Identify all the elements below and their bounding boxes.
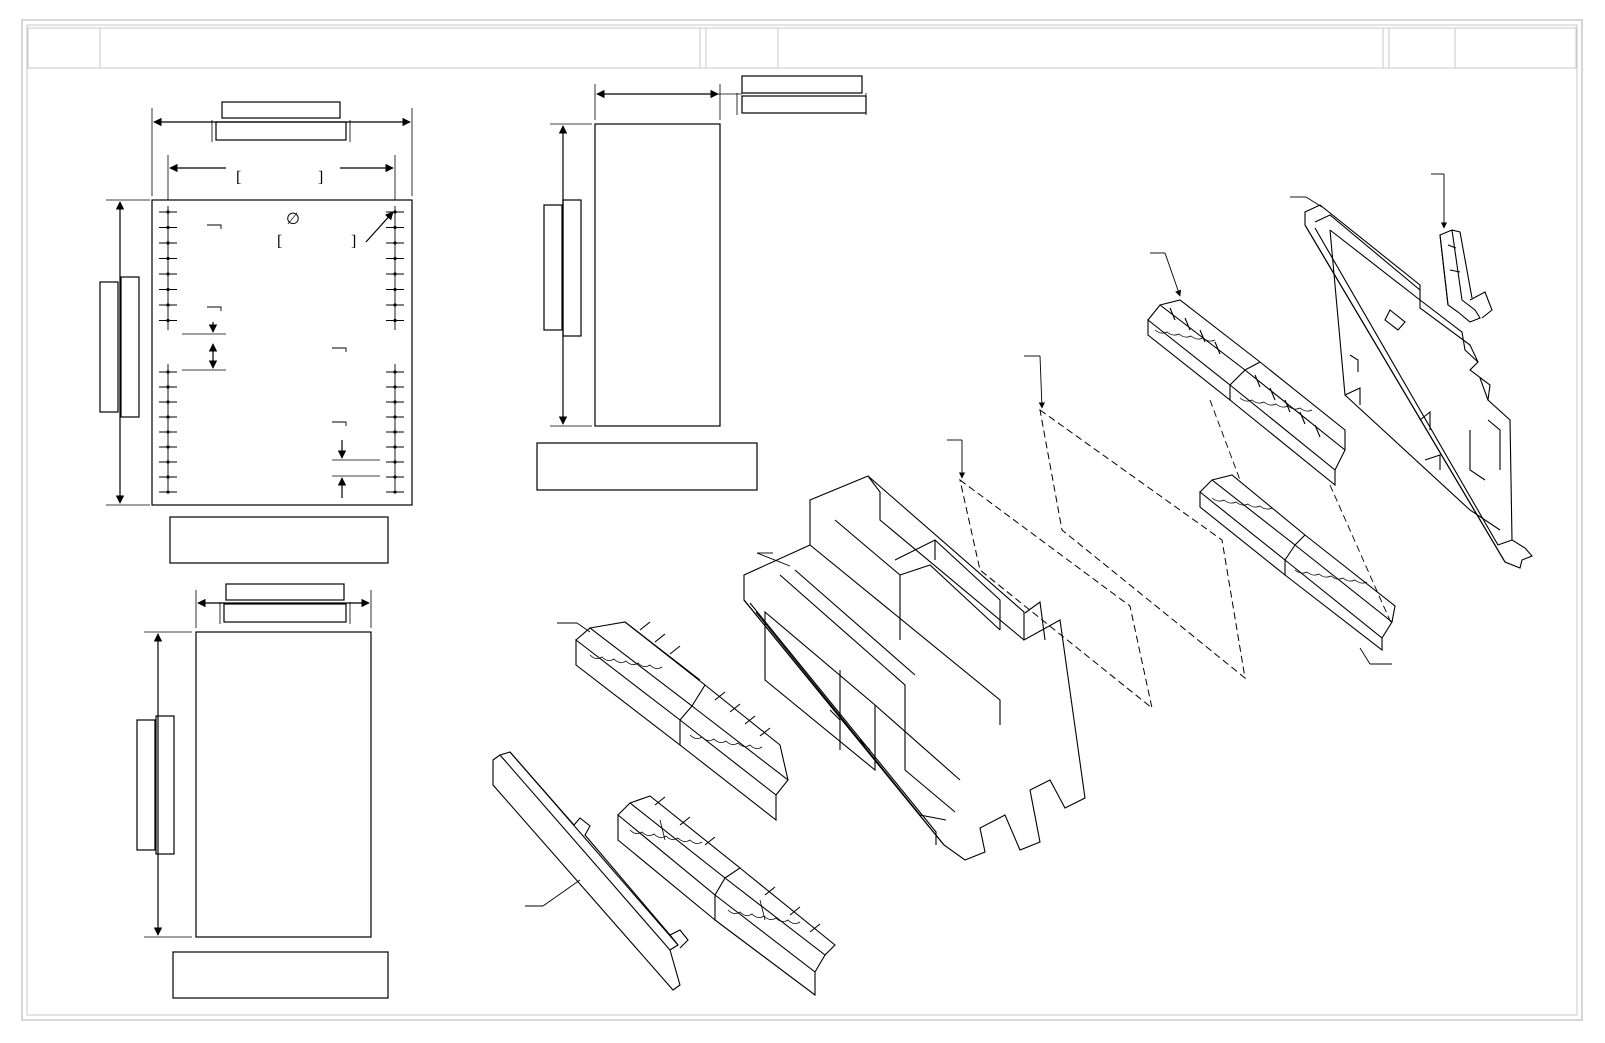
pin-hole-icon bbox=[166, 415, 170, 419]
exploded-assembly bbox=[492, 173, 1533, 997]
pin-hole-icon bbox=[393, 210, 397, 214]
pin-hole-icon bbox=[393, 430, 397, 434]
side-view-label-box bbox=[536, 442, 758, 491]
pin-hole-icon bbox=[393, 318, 397, 323]
pin-hole-icon bbox=[166, 210, 170, 214]
pin-hole-icon bbox=[166, 303, 170, 307]
bottom-view bbox=[136, 583, 389, 999]
side-view-outline bbox=[594, 123, 721, 427]
dimension-box-width bbox=[221, 101, 341, 119]
title-block-cell-1 bbox=[30, 30, 98, 66]
top-view-outline bbox=[151, 199, 413, 506]
pcb-board-2 bbox=[1039, 408, 1246, 680]
pin-hole-icon bbox=[166, 225, 170, 230]
side-view bbox=[536, 75, 867, 491]
bottom-view-label-box bbox=[172, 951, 389, 999]
pcb-board-1 bbox=[959, 478, 1153, 710]
pin-hole-icon bbox=[393, 475, 397, 479]
terminal-block-rear-lower bbox=[1199, 474, 1396, 652]
pin-hole-icon bbox=[393, 385, 397, 389]
pin-hole-icon bbox=[166, 241, 170, 245]
top-view bbox=[99, 101, 413, 564]
pin-hole-icon bbox=[166, 430, 170, 434]
pin-hole-icon bbox=[393, 400, 397, 404]
bracket-close-1: ] bbox=[318, 169, 323, 186]
sheet-frame bbox=[21, 19, 1583, 1021]
pin-hole-icon bbox=[393, 490, 397, 494]
bracket-close-2: ] bbox=[351, 233, 356, 250]
title-block-cell-5 bbox=[1391, 30, 1453, 66]
assembly-guide-lines bbox=[1209, 399, 1393, 626]
pin-markers-right bbox=[386, 210, 404, 494]
main-housing bbox=[743, 475, 1086, 861]
pin-hole-icon bbox=[393, 445, 397, 449]
pin-hole-icon bbox=[166, 370, 170, 374]
terminal-block-front-upper bbox=[575, 621, 789, 822]
title-block-cell-4 bbox=[780, 30, 1380, 66]
pin-hole-icon bbox=[166, 318, 170, 323]
pin-hole-icon bbox=[166, 490, 170, 494]
pin-hole-icon bbox=[393, 303, 397, 307]
pin-hole-icon bbox=[166, 385, 170, 389]
pin-hole-icon bbox=[393, 241, 397, 245]
title-block bbox=[27, 27, 1577, 69]
pin-hole-icon bbox=[393, 287, 397, 292]
housing-leader bbox=[756, 552, 791, 567]
top-view-label-box bbox=[169, 516, 389, 564]
pin-hole-icon bbox=[393, 225, 397, 230]
pin-hole-icon bbox=[166, 256, 170, 261]
pin-hole-icon bbox=[393, 370, 397, 374]
pin-hole-icon bbox=[393, 460, 397, 464]
bottom-view-outline bbox=[195, 631, 372, 938]
terminal-block-front-lower bbox=[617, 795, 836, 997]
pin-hole-icon bbox=[166, 272, 170, 276]
pin-hole-icon bbox=[393, 272, 397, 276]
bracket-open-1: [ bbox=[236, 169, 241, 186]
pin-hole-icon bbox=[166, 460, 170, 464]
title-block-cell-3 bbox=[708, 30, 776, 66]
pin-hole-icon bbox=[166, 445, 170, 449]
din-clip bbox=[1439, 229, 1493, 323]
pin-hole-icon bbox=[393, 415, 397, 419]
dimension-box-width-tol bbox=[215, 121, 347, 141]
title-block-cell-2 bbox=[102, 30, 698, 66]
dimension-box-height bbox=[99, 281, 119, 413]
terminal-block-rear-upper bbox=[1147, 299, 1346, 487]
pin-hole-icon bbox=[166, 400, 170, 404]
pin-hole-icon bbox=[166, 287, 170, 292]
pin-markers-left bbox=[159, 210, 177, 494]
diameter-symbol: ∅ bbox=[286, 211, 300, 228]
dimension-box-height-tol bbox=[120, 276, 140, 418]
front-cover bbox=[492, 751, 689, 991]
leader-arrow-icon bbox=[365, 211, 394, 243]
bracket-open-2: [ bbox=[277, 233, 282, 250]
pin-hole-icon bbox=[166, 475, 170, 479]
title-block-cell-6 bbox=[1457, 30, 1574, 66]
rear-cover bbox=[1304, 204, 1533, 569]
pin-hole-icon bbox=[393, 256, 397, 261]
